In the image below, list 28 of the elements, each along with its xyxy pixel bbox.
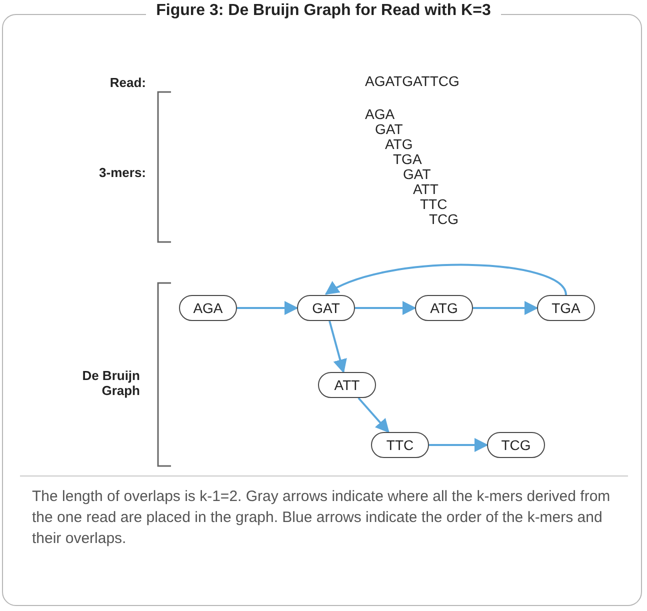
figure-title: Figure 3: De Bruijn Graph for Read with K=3	[146, 2, 501, 19]
kmer-text: AGA	[365, 107, 395, 122]
sequence-text: AGATGATTCG	[365, 74, 460, 89]
row-label: De Bruijn Graph	[81, 368, 140, 398]
node-pill: ATT	[318, 372, 376, 398]
arrow	[237, 301, 298, 315]
kmer-text: ATG	[385, 137, 413, 152]
arrow	[358, 397, 390, 434]
node-pill: ATG	[415, 295, 473, 321]
arrow	[328, 320, 347, 374]
caption: The length of overlaps is k-1=2. Gray arrows indicate where all the k-mers derived from the one read are placed in the graph. Blue arrows indicate the order of the k-mers and their overlaps.	[32, 487, 612, 549]
node-pill: GAT	[297, 295, 355, 321]
node-pill: AGA	[179, 295, 237, 321]
row-label: 3-mers:	[98, 165, 146, 180]
arrow	[429, 438, 488, 452]
arrow	[355, 301, 416, 315]
node-pill: TTC	[371, 432, 429, 458]
kmer-text: TTC	[420, 197, 448, 212]
arrow	[324, 264, 567, 296]
arrow	[473, 301, 538, 315]
kmer-text: GAT	[403, 167, 431, 182]
node-pill: TCG	[487, 432, 545, 458]
kmer-text: ATT	[413, 182, 438, 197]
row-label: Read:	[108, 75, 146, 90]
kmer-text: GAT	[375, 122, 403, 137]
kmer-text: TGA	[393, 152, 422, 167]
node-pill: TGA	[537, 295, 595, 321]
kmer-text: TCG	[429, 212, 459, 227]
